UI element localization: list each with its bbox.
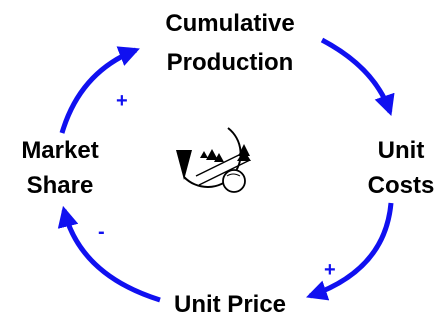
svg-text:Unit: Unit <box>378 137 425 164</box>
svg-text:Production: Production <box>167 49 294 76</box>
link-share-to-production <box>59 46 140 134</box>
snowball-rolling-downhill-icon <box>195 144 251 193</box>
svg-text:Cumulative: Cumulative <box>165 10 294 37</box>
svg-text:Market: Market <box>21 137 98 164</box>
loop-arrowhead-icon <box>176 150 192 180</box>
link-price-to-share-polarity: - <box>98 221 105 243</box>
link-price-to-share <box>57 205 161 303</box>
link-share-to-production-polarity: + <box>116 90 128 112</box>
svg-text:Costs: Costs <box>368 172 435 199</box>
node-unit-price: Unit Price <box>174 291 286 318</box>
svg-text:Share: Share <box>27 172 94 199</box>
link-production-to-costs <box>320 37 395 116</box>
link-costs-to-price-polarity: + <box>324 259 336 281</box>
svg-text:Unit Price: Unit Price <box>174 291 286 318</box>
node-cumulative-production: Cumulative Production <box>165 10 294 76</box>
reinforcing-loop-marker <box>176 127 251 193</box>
node-market-share: Market Share <box>21 137 98 199</box>
link-production-to-costs-polarity: - <box>381 91 388 113</box>
link-costs-to-price <box>306 202 394 301</box>
node-unit-costs: Unit Costs <box>368 137 435 199</box>
